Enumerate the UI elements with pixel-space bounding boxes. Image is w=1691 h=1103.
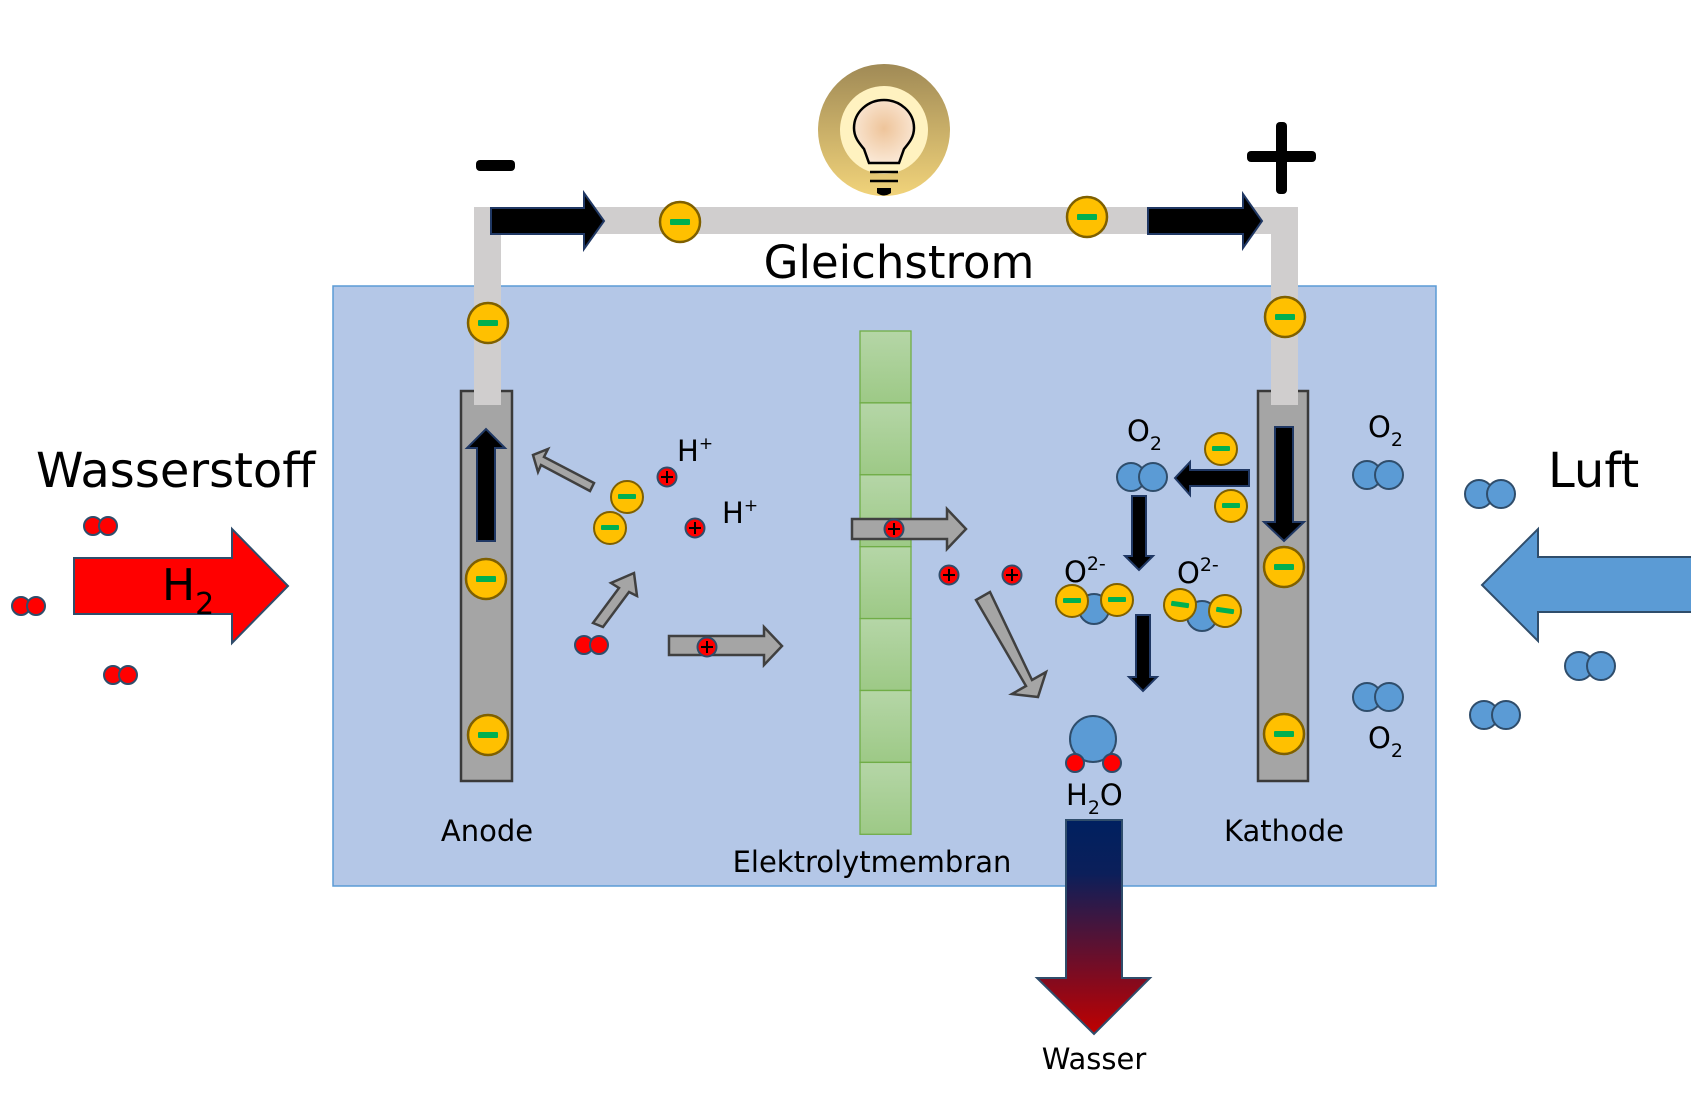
h2-molecule-icon bbox=[103, 665, 138, 685]
oxide-ion-icon bbox=[1055, 583, 1134, 625]
membrane-segment bbox=[859, 546, 912, 620]
reaction-arrow-o2-to-oxide bbox=[1122, 495, 1156, 572]
anode-label: Anode bbox=[441, 814, 533, 848]
proton-label: H+ bbox=[722, 496, 758, 530]
proton-transport-arrow bbox=[850, 505, 968, 553]
h2-molecule-icon bbox=[574, 635, 609, 655]
water-output-label: Wasser bbox=[1042, 1042, 1147, 1076]
air-input-label: Luft bbox=[1548, 443, 1639, 499]
o2-molecule-icon bbox=[1116, 462, 1168, 492]
o2-label: O2 bbox=[1368, 721, 1403, 762]
proton-icon bbox=[696, 636, 718, 658]
air-input-arrow bbox=[1480, 526, 1691, 644]
h2o-label: H2O bbox=[1066, 778, 1123, 819]
diagram-title: Gleichstrom bbox=[764, 236, 1035, 289]
electron-icon bbox=[1214, 489, 1248, 523]
o2-reaction-label: O2 bbox=[1127, 414, 1162, 455]
o2-label: O2 bbox=[1368, 410, 1403, 451]
electron-icon bbox=[1204, 432, 1238, 466]
reaction-arrow-electrons-to-anode bbox=[531, 446, 596, 493]
o2-molecule-icon bbox=[1469, 700, 1521, 730]
electron-icon bbox=[1263, 295, 1307, 339]
light-bulb-icon bbox=[818, 64, 950, 196]
hydrogen-input-label: Wasserstoff bbox=[36, 443, 316, 499]
electron-icon bbox=[593, 511, 627, 545]
membrane-segment bbox=[859, 330, 912, 404]
membrane-segment bbox=[859, 617, 912, 692]
electron-icon bbox=[466, 713, 510, 757]
current-arrow-right bbox=[1147, 190, 1264, 252]
proton-icon bbox=[883, 518, 905, 540]
h2o-molecule-icon bbox=[1065, 715, 1122, 773]
proton-icon bbox=[656, 466, 678, 488]
proton-icon bbox=[684, 517, 706, 539]
hydrogen-arrow-label: H2 bbox=[162, 560, 214, 622]
electron-icon bbox=[464, 557, 508, 601]
hydrogen-input-arrow bbox=[73, 526, 290, 646]
proton-icon bbox=[1001, 564, 1023, 586]
o2-molecule-icon bbox=[1352, 682, 1404, 712]
proton-label: H+ bbox=[677, 434, 713, 468]
electron-icon bbox=[1262, 712, 1306, 756]
electron-icon bbox=[466, 301, 510, 345]
oxide-ion-label: O2- bbox=[1064, 553, 1106, 589]
electron-icon bbox=[658, 200, 702, 244]
positive-terminal-sign bbox=[1247, 122, 1316, 194]
electron-icon bbox=[610, 480, 644, 514]
o2-molecule-icon bbox=[1352, 460, 1404, 490]
h2-molecule-icon bbox=[83, 516, 118, 536]
negative-terminal-sign bbox=[476, 160, 515, 171]
proton-icon bbox=[938, 564, 960, 586]
membrane-segment bbox=[859, 761, 912, 835]
reaction-arrow-oxide-to-water bbox=[1126, 614, 1160, 693]
membrane-label: Elektrolytmembran bbox=[733, 845, 1012, 879]
electrolyte-membrane bbox=[859, 330, 912, 835]
reaction-arrow-protons-to-water bbox=[974, 590, 1049, 699]
membrane-segment bbox=[859, 689, 912, 764]
electron-icon bbox=[1065, 195, 1109, 239]
membrane-segment bbox=[859, 402, 912, 476]
reaction-arrow-h2-split bbox=[591, 571, 639, 629]
o2-molecule-icon bbox=[1564, 651, 1616, 681]
h2-molecule-icon bbox=[11, 596, 46, 616]
electron-flow-arrow-to-o2 bbox=[1173, 459, 1250, 498]
electron-icon bbox=[1262, 545, 1306, 589]
cathode-label: Kathode bbox=[1224, 814, 1344, 848]
oxide-ion-icon bbox=[1160, 585, 1245, 632]
water-output-arrow bbox=[1034, 819, 1153, 1036]
oxide-ion-label: O2- bbox=[1177, 554, 1219, 590]
proton-transport-arrow bbox=[667, 623, 784, 669]
current-arrow-left bbox=[490, 189, 606, 253]
o2-molecule-icon bbox=[1464, 479, 1516, 509]
